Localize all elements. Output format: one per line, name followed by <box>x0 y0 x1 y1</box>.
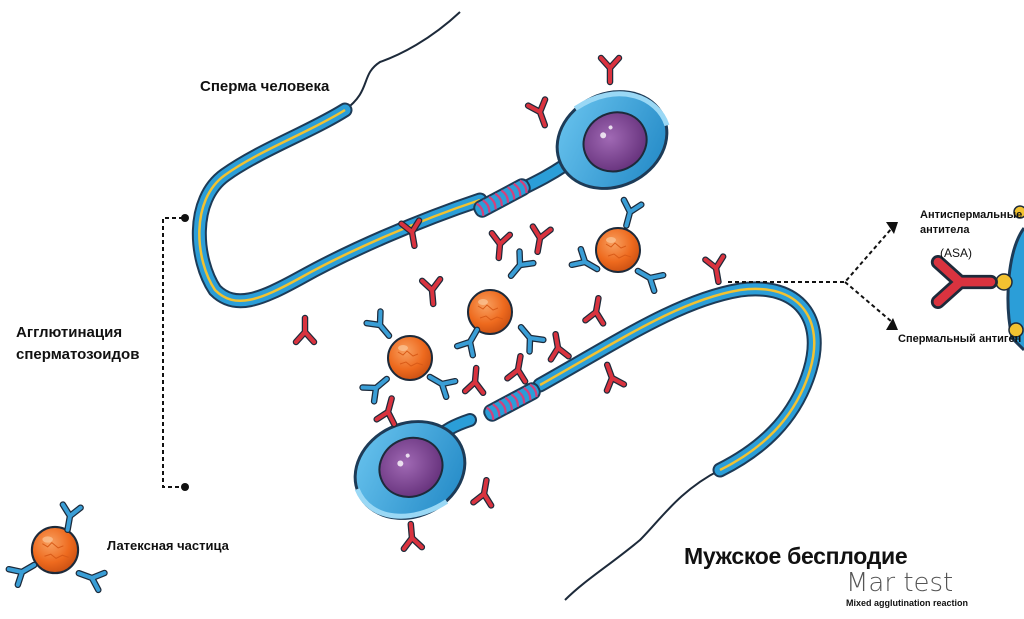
latex-particle-2 <box>467 289 513 335</box>
upper-tail-axoneme <box>198 108 481 303</box>
latex-particle-1 <box>595 227 641 273</box>
upper-sperm <box>191 11 670 309</box>
label-agglutination: Агглютинация сперматозоидов <box>16 322 139 366</box>
zoomed-detail <box>938 205 1024 352</box>
upper-nucleus <box>582 111 648 173</box>
label-agglutination-line1: Агглютинация <box>16 324 123 341</box>
lower-head <box>353 420 467 520</box>
lower-nucleus <box>378 436 444 498</box>
label-agglutination-line2: сперматозоидов <box>16 346 140 363</box>
label-sperm-antigen: Спермальный антиген <box>898 333 1022 345</box>
label-latex-particle: Латексная частица <box>107 538 229 553</box>
label-asa: (ASA) <box>940 246 973 260</box>
label-antisperm-antibodies: Антиспермальные антитела <box>920 208 1022 238</box>
latex-particles <box>30 227 641 575</box>
zoomed-antibody <box>938 262 991 302</box>
page-title: Мужское бесплодие <box>684 543 908 569</box>
label-antisperm-line2: антитела <box>920 224 970 236</box>
agglutination-bracket <box>162 214 189 491</box>
sperm-antigen-dot <box>995 273 1013 291</box>
lower-sperm <box>353 281 822 601</box>
lower-midpiece <box>480 379 544 425</box>
label-antisperm-line1: Антиспермальные <box>920 209 1023 221</box>
label-human-sperm: Сперма человека <box>200 78 330 95</box>
lower-tail-axoneme <box>539 287 816 472</box>
upper-head <box>555 90 670 190</box>
latex-particle-legend <box>30 525 80 575</box>
zoom-arrows <box>728 222 898 330</box>
label-mar-subtitle: Mixed agglutination reaction <box>846 598 969 608</box>
latex-particle-3 <box>387 335 433 381</box>
label-mar-test: Mar test <box>846 568 954 598</box>
